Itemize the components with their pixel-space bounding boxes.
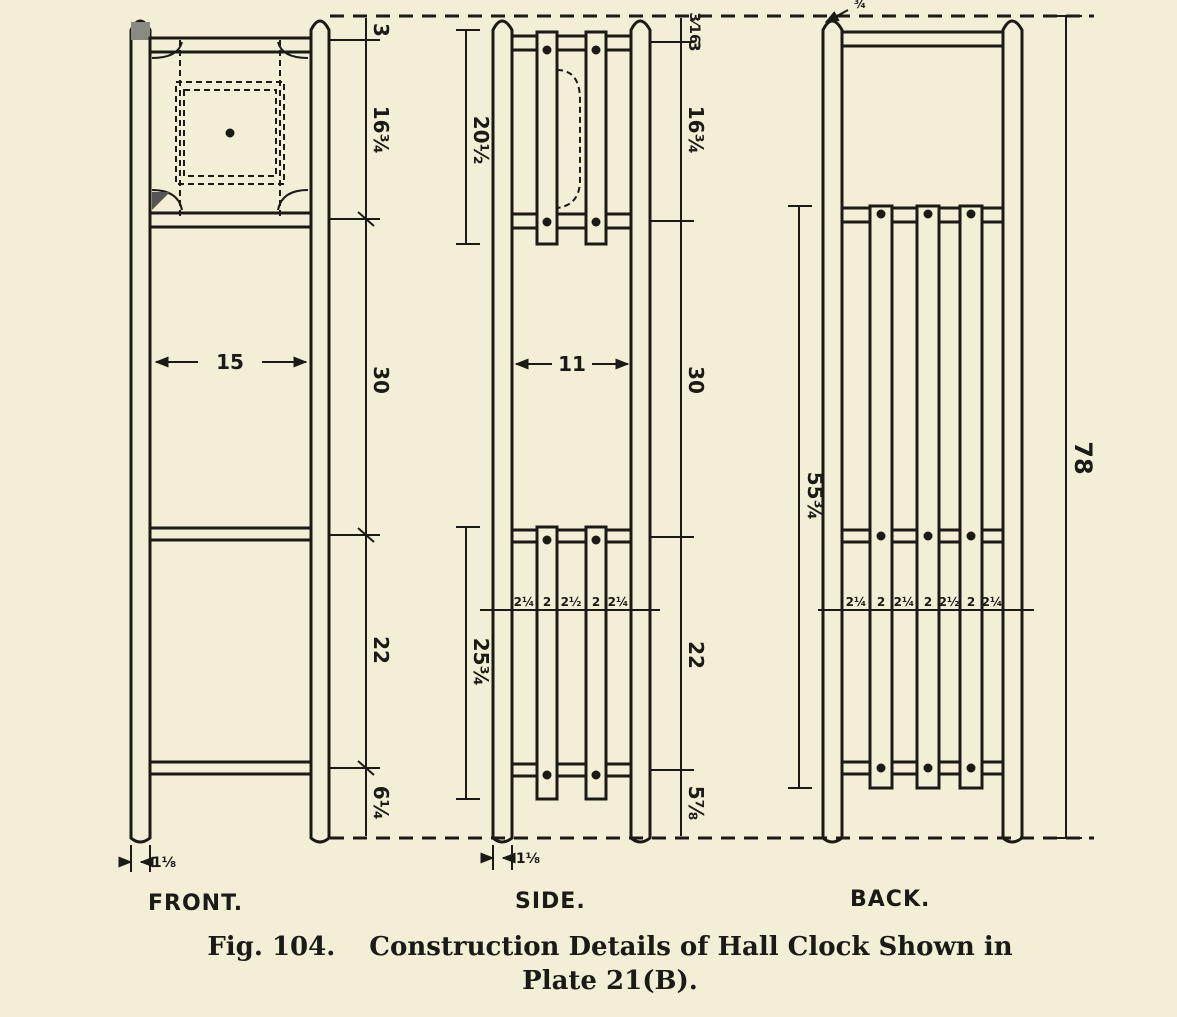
back-slat-1 bbox=[868, 204, 894, 790]
side-base-label: 5⅞ bbox=[684, 786, 708, 821]
side-post-label: 1⅛ bbox=[516, 851, 540, 867]
side-slat-label: 2¼ bbox=[514, 595, 535, 609]
front-height-dims bbox=[330, 18, 380, 836]
side-left-dims bbox=[456, 29, 480, 800]
back-right-post bbox=[1001, 19, 1024, 844]
side-slat-label: 2 bbox=[592, 595, 600, 609]
front-lower-section-label: 22 bbox=[369, 636, 393, 664]
back-view-label: BACK. bbox=[850, 887, 930, 912]
side-top-section-label: 16¾ bbox=[684, 106, 708, 155]
dial-center bbox=[225, 128, 235, 138]
front-top-rail bbox=[148, 36, 313, 54]
front-dial-panel bbox=[175, 40, 285, 220]
side-view-label: SIDE. bbox=[515, 889, 586, 914]
back-slat-label: 2½ bbox=[939, 595, 960, 609]
front-right-post bbox=[309, 19, 331, 844]
side-slat-label: 2 bbox=[543, 595, 551, 609]
back-slat-label: 2 bbox=[967, 595, 975, 609]
construction-drawing: 15 11 3 16¾ 30 22 6¼ 3⁄16 3 16¾ 30 22 5⅞… bbox=[118, 0, 1097, 916]
side-top-gap-label: 3⁄16 bbox=[686, 12, 702, 44]
figure-number: Fig. 104. bbox=[207, 932, 336, 962]
back-slat-label: 2¼ bbox=[894, 595, 915, 609]
back-slat-label: 2¼ bbox=[846, 595, 867, 609]
back-slat-label: 2 bbox=[877, 595, 885, 609]
side-middle-section-label: 30 bbox=[684, 366, 708, 394]
front-top-section-label: 16¾ bbox=[369, 106, 393, 155]
back-slat-label: 2 bbox=[924, 595, 932, 609]
side-upper-panel-label: 20½ bbox=[469, 116, 493, 165]
side-lower-section-label: 22 bbox=[684, 641, 708, 669]
front-post-label: 1⅛ bbox=[152, 855, 176, 871]
back-panel-dim bbox=[788, 205, 812, 789]
back-slat-3 bbox=[958, 204, 984, 790]
side-right-post bbox=[629, 19, 652, 844]
side-upper-strip-2 bbox=[584, 30, 608, 246]
overall-height-label: 78 bbox=[1069, 441, 1097, 474]
front-top-rail-label: 3 bbox=[369, 23, 393, 37]
rotated-dim-labels: 3 16¾ 30 22 6¼ 3⁄16 3 16¾ 30 22 5⅞ 20½ 2… bbox=[369, 12, 1097, 820]
front-rail-3 bbox=[148, 526, 313, 542]
front-width-label: 15 bbox=[216, 350, 244, 374]
front-view-label: FRONT. bbox=[148, 891, 243, 916]
back-view bbox=[788, 9, 1082, 844]
back-panel-label: 55¾ bbox=[803, 472, 827, 521]
caption-line-2: Plate 21(B). bbox=[522, 966, 698, 996]
side-lower-strip-2 bbox=[584, 525, 608, 801]
front-rail-4 bbox=[148, 760, 313, 776]
overall-height-dim bbox=[1050, 15, 1082, 839]
side-slat-label: 2½ bbox=[561, 595, 582, 609]
back-slat-label: 2¼ bbox=[982, 595, 1003, 609]
side-lower-panel-label: 25¾ bbox=[469, 638, 493, 687]
side-slat-label: 2¼ bbox=[608, 595, 629, 609]
side-left-post bbox=[491, 19, 514, 844]
side-top-rail-label: 3 bbox=[685, 40, 704, 51]
side-view bbox=[456, 18, 694, 870]
figure-caption: Fig. 104. Construction Details of Hall Cl… bbox=[120, 930, 1100, 998]
front-left-post bbox=[129, 19, 152, 844]
side-upper-strip-1 bbox=[535, 30, 559, 246]
back-post-top-label: ¾ bbox=[854, 0, 866, 11]
side-lower-strip-1 bbox=[535, 525, 559, 801]
front-middle-section-label: 30 bbox=[369, 366, 393, 394]
back-slat-2 bbox=[915, 204, 941, 790]
front-view bbox=[118, 18, 380, 872]
back-left-post bbox=[821, 19, 844, 844]
extension-lines bbox=[330, 14, 1094, 840]
side-right-dims bbox=[650, 18, 694, 836]
side-width-label: 11 bbox=[558, 352, 586, 376]
front-base-section-label: 6¼ bbox=[369, 786, 393, 821]
front-rail-2 bbox=[148, 211, 313, 229]
slat-labels: 2¼ 2 2½ 2 2¼ 2¼ 2 2¼ 2 2½ 2 2¼ bbox=[514, 595, 1003, 609]
caption-line-1: Construction Details of Hall Clock Shown… bbox=[369, 932, 1013, 962]
